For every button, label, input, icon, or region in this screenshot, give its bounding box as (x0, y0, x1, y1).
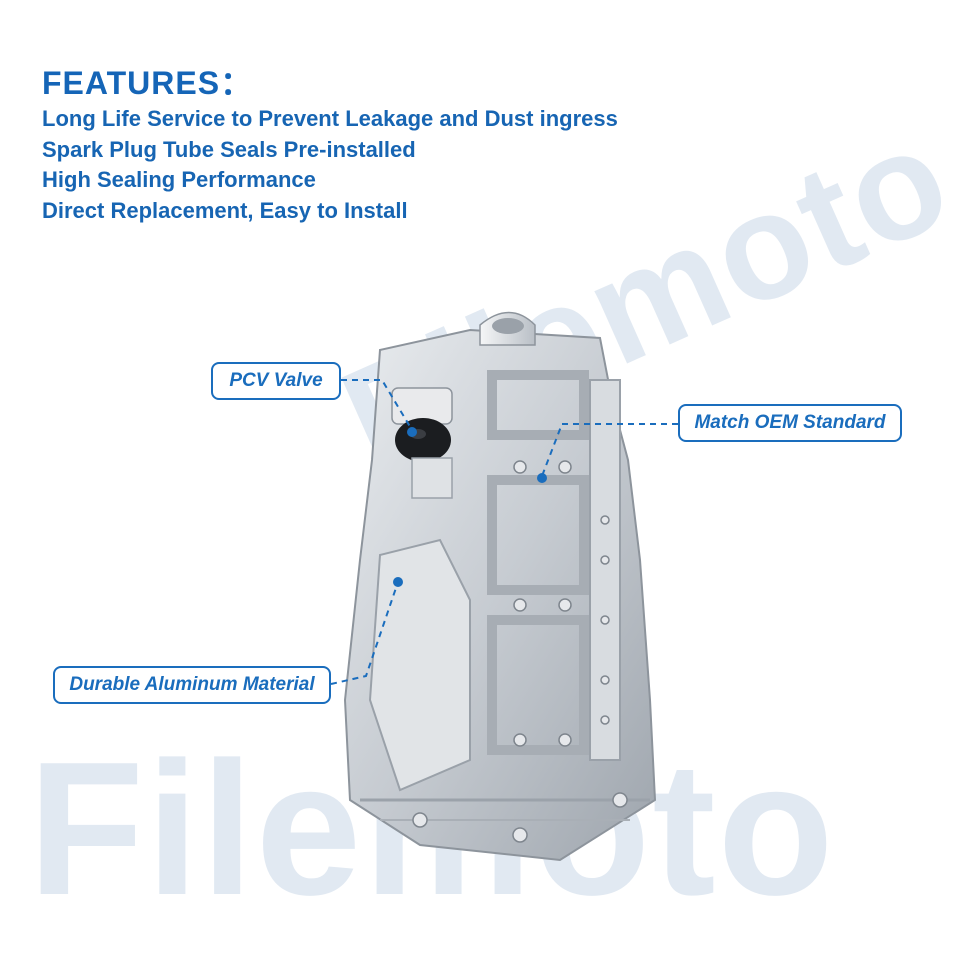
feature-item: Long Life Service to Prevent Leakage and… (42, 106, 618, 131)
callout-dots (393, 427, 547, 587)
callout-match-oem: Match OEM Standard (678, 404, 902, 442)
feature-item: Direct Replacement, Easy to Install (42, 197, 408, 223)
feature-item: Spark Plug Tube Seals Pre-installed (42, 136, 416, 162)
features-list: Long Life Service to Prevent Leakage and… (42, 104, 618, 226)
callout-pcv-valve: PCV Valve (211, 362, 341, 400)
callout-leader-lines (330, 379, 678, 685)
callout-label: Match OEM Standard (694, 412, 886, 433)
valve-cover-body (343, 311, 657, 862)
callout-aluminum-material: Durable Aluminum Material (53, 666, 331, 704)
feature-item: High Sealing Performance (42, 167, 316, 192)
features-title: FEATURES： (42, 65, 254, 101)
callout-label: Durable Aluminum Material (69, 674, 315, 695)
callout-label: PCV Valve (229, 370, 323, 391)
